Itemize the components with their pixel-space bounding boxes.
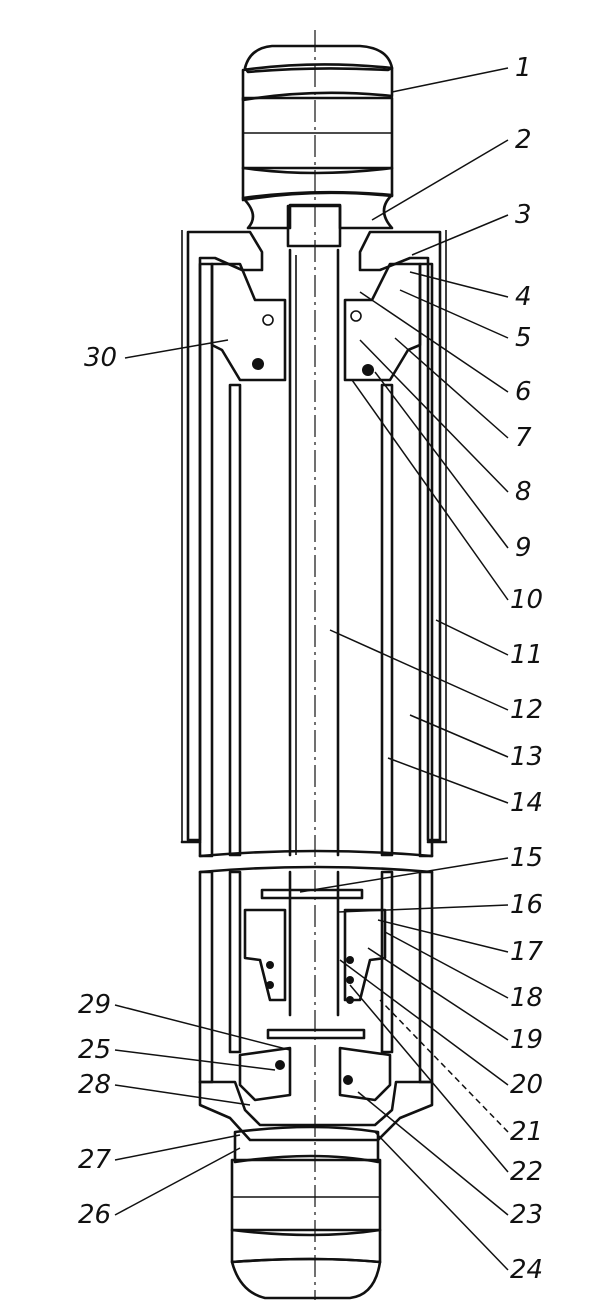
callout-23: 23 xyxy=(510,1200,543,1230)
callout-13: 13 xyxy=(510,742,543,772)
upper-eye-body xyxy=(241,190,394,230)
seal-assembly xyxy=(210,262,422,382)
callout-10: 10 xyxy=(510,585,543,615)
break-line-top xyxy=(198,849,434,858)
lower-eye xyxy=(230,1125,382,1300)
upper-eye-rubber-top xyxy=(241,63,394,102)
callout-20: 20 xyxy=(510,1070,543,1100)
callout-28: 28 xyxy=(78,1070,111,1100)
callout-9: 9 xyxy=(515,533,532,563)
callout-17: 17 xyxy=(510,937,544,967)
callout-18: 18 xyxy=(510,983,543,1013)
callout-2: 2 xyxy=(515,125,532,155)
callout-16: 16 xyxy=(510,890,543,920)
callout-21: 21 xyxy=(510,1117,543,1147)
callout-14: 14 xyxy=(510,788,543,818)
callout-19: 19 xyxy=(510,1025,543,1055)
callout-5: 5 xyxy=(515,323,532,353)
compression-valve xyxy=(238,1028,392,1102)
callout-22: 22 xyxy=(510,1157,543,1187)
break-line-bottom xyxy=(198,865,434,874)
callout-3: 3 xyxy=(515,200,532,230)
upper-eye xyxy=(241,44,394,230)
leader-lines xyxy=(114,67,509,1271)
callout-29: 29 xyxy=(78,990,111,1020)
callout-25: 25 xyxy=(78,1035,111,1065)
tubes-lower xyxy=(198,870,434,1084)
piston-valve xyxy=(243,870,387,1017)
callout-24: 24 xyxy=(510,1255,543,1285)
callout-8: 8 xyxy=(515,477,532,507)
upper-eye-top-cap xyxy=(243,44,394,74)
callout-27: 27 xyxy=(78,1145,112,1175)
callout-labels: 1 2 3 4 5 6 7 8 9 10 11 12 13 14 15 16 1… xyxy=(78,53,544,1285)
callout-7: 7 xyxy=(515,423,532,453)
callout-15: 15 xyxy=(510,843,543,873)
callout-30: 30 xyxy=(84,343,117,373)
callout-11: 11 xyxy=(510,640,543,670)
callout-4: 4 xyxy=(515,282,532,312)
callout-12: 12 xyxy=(510,695,543,725)
callout-6: 6 xyxy=(515,377,532,407)
top-cap xyxy=(186,204,442,842)
piston-rod xyxy=(288,248,340,857)
callout-26: 26 xyxy=(78,1200,111,1230)
callout-1: 1 xyxy=(515,53,532,83)
